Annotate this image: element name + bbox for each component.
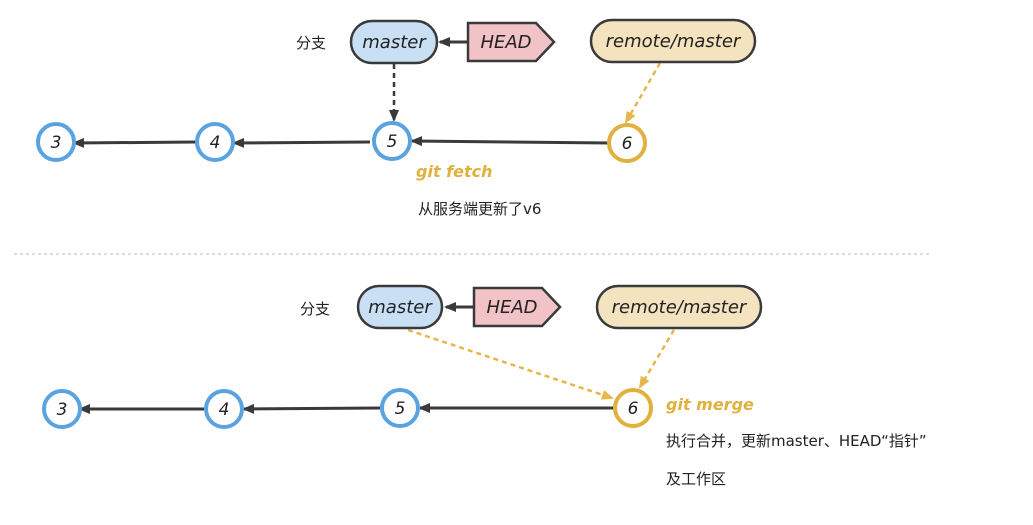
master-to-6-pointer xyxy=(407,328,614,400)
edge-4-to-3 xyxy=(72,137,197,148)
bottom-panel: 分支 master HEAD remote/master 3 4 5 xyxy=(42,284,927,488)
remote-master-label-bottom: remote/master xyxy=(612,297,748,318)
commit-node-4: 4 xyxy=(195,122,235,162)
head-pointer-bottom: HEAD xyxy=(472,286,562,328)
remote-master-pointer: remote/master xyxy=(589,18,757,64)
master-label: master xyxy=(362,32,427,53)
master-pointer-bottom: master xyxy=(356,284,444,330)
commit-node-3: 3 xyxy=(36,122,76,162)
svg-text:4: 4 xyxy=(210,133,221,153)
remote-to-6-pointer xyxy=(624,62,662,124)
head-label: HEAD xyxy=(480,32,531,53)
branch-label: 分支 xyxy=(296,34,326,52)
commit-node-5: 5 xyxy=(372,121,412,161)
merge-note-line2: 及工作区 xyxy=(666,470,726,488)
commit-node-3-bottom: 3 xyxy=(42,389,82,429)
master-label-bottom: master xyxy=(368,297,433,318)
svg-text:3: 3 xyxy=(51,133,62,153)
remote-master-pointer-bottom: remote/master xyxy=(595,284,763,330)
commit-node-6: 6 xyxy=(607,123,647,163)
edge-5-to-4 xyxy=(232,137,371,148)
head-label-bottom: HEAD xyxy=(486,297,537,318)
commit-node-4-bottom: 4 xyxy=(204,389,244,429)
head-pointer: HEAD xyxy=(466,21,556,63)
svg-text:6: 6 xyxy=(622,134,633,154)
git-fetch-command: git fetch xyxy=(416,162,493,181)
svg-text:3: 3 xyxy=(57,400,68,420)
svg-text:4: 4 xyxy=(219,400,230,420)
git-merge-command: git merge xyxy=(666,395,754,414)
remote-to-6-pointer-bottom xyxy=(638,329,676,389)
merge-note-line1: 执行合并，更新master、HEAD“指针” xyxy=(666,432,927,450)
edge-5-to-4-bottom xyxy=(242,403,381,414)
remote-master-label: remote/master xyxy=(606,31,742,52)
master-pointer: master xyxy=(349,19,439,65)
commit-node-6-bottom: 6 xyxy=(613,388,653,428)
top-panel: 分支 master HEAD remote/master 3 4 5 xyxy=(36,18,757,218)
svg-text:5: 5 xyxy=(395,399,406,419)
svg-text:6: 6 xyxy=(628,399,639,419)
edge-6-to-5 xyxy=(410,136,611,147)
fetch-note: 从服务端更新了v6 xyxy=(418,200,541,218)
commit-node-5-bottom: 5 xyxy=(380,388,420,428)
branch-label-bottom: 分支 xyxy=(300,300,330,318)
svg-text:5: 5 xyxy=(387,132,398,152)
